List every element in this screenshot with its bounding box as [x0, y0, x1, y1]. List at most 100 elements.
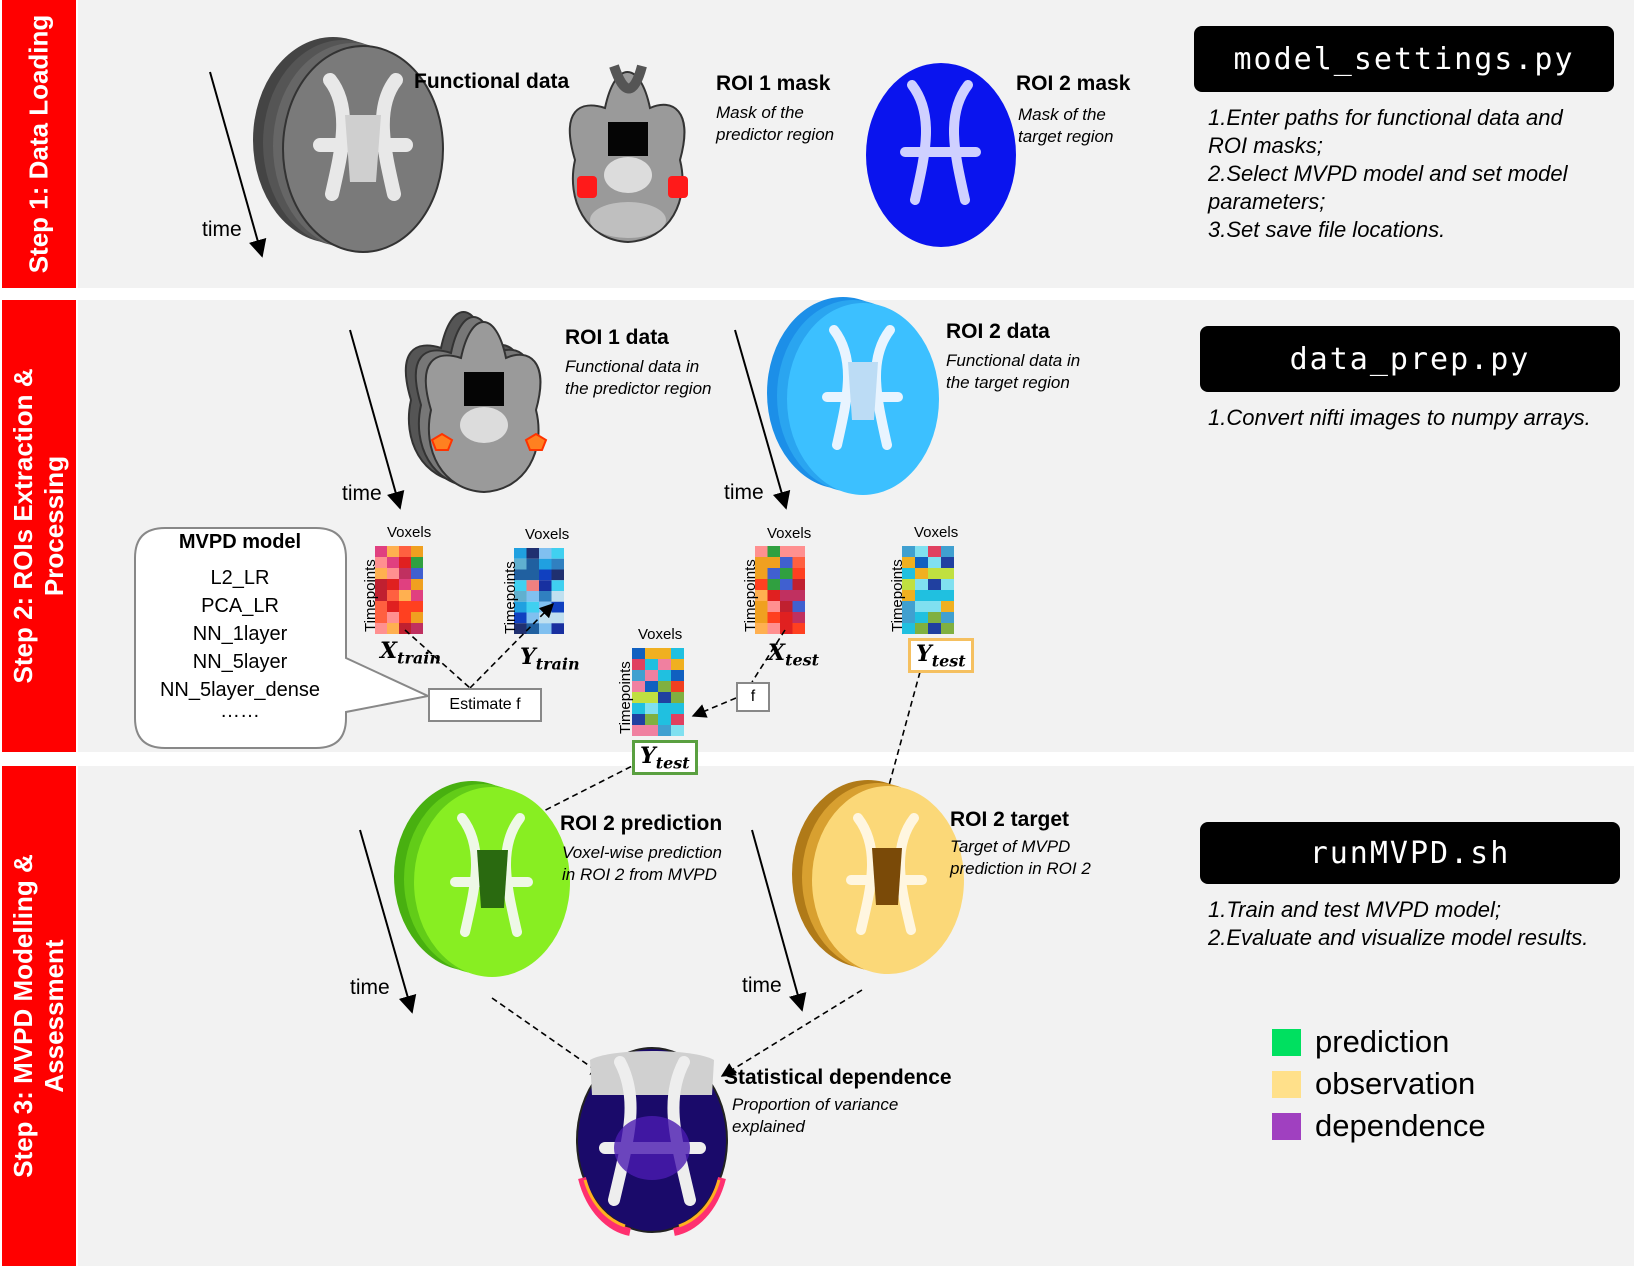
- voxel-cell: [645, 692, 658, 703]
- voxel-cell: [792, 623, 805, 634]
- voxel-cell: [941, 601, 954, 612]
- voxel-cell: [755, 590, 768, 601]
- voxel-cell: [399, 579, 411, 590]
- voxel-cell: [632, 648, 645, 659]
- voxel-cell: [915, 623, 928, 634]
- sub-line: Functional data in: [565, 357, 700, 376]
- step1-bar: Step 1: Data Loading: [2, 0, 76, 288]
- voxel-cell: [928, 590, 941, 601]
- voxel-cell: [671, 659, 684, 670]
- train-subscript: train: [397, 648, 441, 668]
- voxel-cell: [792, 612, 805, 623]
- voxel-cell: [755, 579, 768, 590]
- voxel-cell: [941, 546, 954, 557]
- voxel-cell: [658, 703, 671, 714]
- voxel-cell: [755, 568, 768, 579]
- sub-line: the predictor region: [565, 379, 712, 398]
- mvpd-model-item: NN_1layer: [192, 623, 288, 645]
- voxel-cell: [411, 612, 423, 623]
- sub-line: target region: [1018, 127, 1114, 146]
- voxel-cell: [539, 623, 552, 634]
- voxel-cell: [915, 612, 928, 623]
- voxel-cell: [902, 579, 915, 590]
- voxel-cell: [755, 623, 768, 634]
- time-label-2: time: [342, 482, 382, 505]
- x-symbol: X: [768, 640, 786, 666]
- voxel-cell: [767, 557, 780, 568]
- timepoints-label-ytest-pred: Timepoints: [617, 661, 634, 734]
- note-line: 1.Enter paths for functional data and: [1208, 105, 1563, 130]
- roi2-mask-label: ROI 2 mask: [1016, 72, 1131, 95]
- voxel-cell: [411, 601, 423, 612]
- voxel-cell: [941, 568, 954, 579]
- voxel-cell: [551, 548, 564, 559]
- voxel-cell: [551, 601, 564, 613]
- voxel-cell: [915, 546, 928, 557]
- functional-data-label: Functional data: [414, 70, 570, 93]
- voxel-cell: [387, 568, 399, 579]
- voxel-cell: [780, 623, 793, 634]
- voxel-cell: [411, 557, 423, 568]
- sub-line: explained: [732, 1117, 805, 1136]
- voxel-cell: [671, 714, 684, 725]
- voxel-cell: [399, 557, 411, 568]
- roi2-target-label: ROI 2 target: [950, 808, 1070, 831]
- data-prep-file: data_prep.py: [1200, 326, 1620, 392]
- voxel-cell: [767, 590, 780, 601]
- statistical-dependence-label: Statistical dependence: [724, 1066, 952, 1089]
- voxel-cell: [375, 546, 387, 557]
- voxels-label-ytrain: Voxels: [525, 526, 570, 543]
- voxel-cell: [632, 725, 645, 736]
- voxel-cell: [658, 659, 671, 670]
- sub-line: prediction in ROI 2: [950, 859, 1091, 878]
- voxel-cell: [645, 659, 658, 670]
- time-label-4: time: [350, 976, 390, 999]
- time-arrow-1: [209, 71, 267, 258]
- statistical-dependence-brain: [576, 1047, 728, 1236]
- voxel-cell: [767, 612, 780, 623]
- voxel-cell: [767, 546, 780, 557]
- voxel-cell: [551, 623, 564, 634]
- timepoints-label-xtest: Timepoints: [742, 559, 759, 632]
- roi1-mask-brain: [568, 64, 688, 244]
- voxel-cell: [658, 648, 671, 659]
- voxel-cell: [375, 568, 387, 579]
- voxel-cell: [671, 703, 684, 714]
- voxel-cell: [658, 714, 671, 725]
- time-arrow-3: [734, 329, 791, 510]
- voxel-cell: [915, 601, 928, 612]
- voxel-cell: [792, 557, 805, 568]
- voxel-cell: [526, 548, 539, 559]
- model-settings-notes: 1.Enter paths for functional data and RO…: [1208, 104, 1568, 244]
- y-symbol: Y: [640, 743, 656, 769]
- voxel-cell: [767, 568, 780, 579]
- x-train-label: Xtrain: [380, 638, 441, 667]
- x-test-matrix: [755, 546, 805, 634]
- voxel-cell: [411, 590, 423, 601]
- voxel-cell: [902, 568, 915, 579]
- mvpd-model-item: NN_5layer_dense: [159, 679, 321, 701]
- y-test-predicted-label: Ytest: [632, 740, 698, 776]
- timepoints-label-ytrain: Timepoints: [502, 561, 519, 634]
- sub-line: Mask of the: [716, 103, 804, 122]
- voxel-cell: [387, 601, 399, 612]
- voxel-cell: [792, 601, 805, 612]
- step3-bar: Step 3: MVPD Modelling & Assessment: [2, 766, 76, 1266]
- voxel-cell: [514, 569, 527, 581]
- voxel-cell: [399, 546, 411, 557]
- voxel-cell: [928, 612, 941, 623]
- dashed-xtest-to-f: [751, 629, 786, 683]
- sub-line: in ROI 2 from MVPD: [562, 865, 717, 884]
- note-line: 1.Train and test MVPD model;: [1208, 897, 1502, 922]
- voxel-cell: [780, 601, 793, 612]
- sub-line: Mask of the: [1018, 105, 1106, 124]
- time-label-1: time: [202, 218, 242, 241]
- timepoints-label-ytest-obs: Timepoints: [889, 559, 906, 632]
- sub-line: Proportion of variance: [732, 1095, 899, 1114]
- model-settings-file: model_settings.py: [1194, 26, 1614, 92]
- voxels-label-xtrain: Voxels: [387, 524, 432, 541]
- voxel-cell: [915, 557, 928, 568]
- voxel-cell: [902, 590, 915, 601]
- functional-data-brain-stack: [253, 37, 444, 253]
- roi2-data-label: ROI 2 data: [946, 320, 1050, 343]
